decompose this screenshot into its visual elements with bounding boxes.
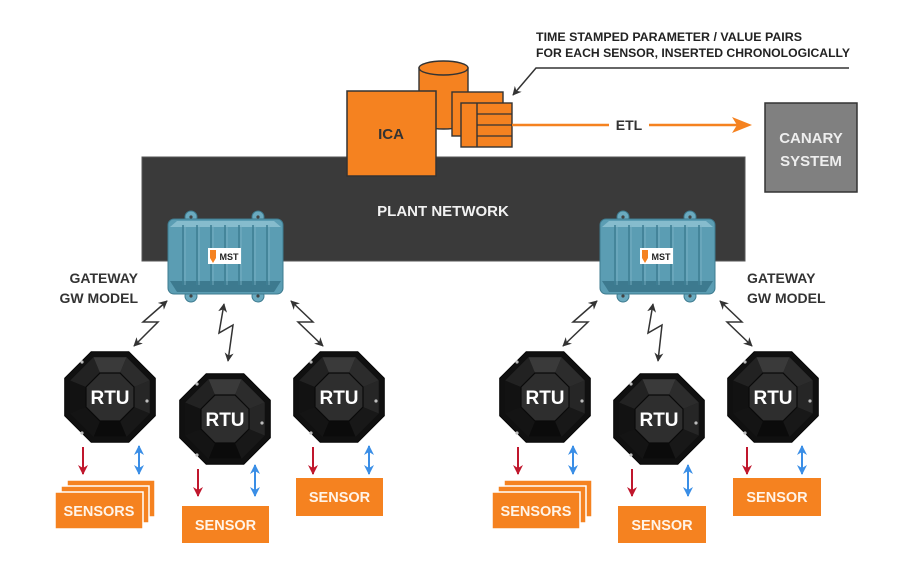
gateway: MST xyxy=(167,210,284,303)
sensor-box xyxy=(54,491,144,530)
gateway-logo: MST xyxy=(220,252,240,262)
gateway-label-line-2: GW MODEL xyxy=(747,290,826,306)
rtu-label: RTU xyxy=(753,388,792,409)
rtu-label: RTU xyxy=(90,388,129,409)
sensor-box xyxy=(296,478,383,516)
ica-label: ICA xyxy=(378,126,404,143)
sensor-label: SENSOR xyxy=(631,518,693,534)
gateway-label-line-2: GW MODEL xyxy=(59,290,138,306)
sensor: SENSOR xyxy=(733,478,821,516)
annotation-leader-arrow xyxy=(512,67,849,96)
sensor-box xyxy=(182,506,269,543)
sensor-box xyxy=(491,491,581,530)
rtu: RTU xyxy=(727,351,819,443)
sensor: SENSOR xyxy=(296,478,383,516)
plant-network-label: PLANT NETWORK xyxy=(377,203,509,220)
rtu: RTU xyxy=(499,351,591,443)
sensor-label: SENSORS xyxy=(501,504,572,520)
gateway-label-line-1: GATEWAY xyxy=(747,270,816,286)
wireless-link-icon xyxy=(217,303,234,362)
sensor: SENSOR xyxy=(618,506,706,543)
rtu: RTU xyxy=(293,351,385,443)
gateway-label-line-1: GATEWAY xyxy=(70,270,139,286)
canary-label-line-1: CANARY xyxy=(779,130,843,147)
wireless-link-icon xyxy=(290,300,324,347)
rtu: RTU xyxy=(613,373,705,465)
sensor-box xyxy=(733,478,821,516)
annotation-line-2: FOR EACH SENSOR, INSERTED CHRONOLOGICALL… xyxy=(536,48,850,60)
wireless-links xyxy=(133,300,753,362)
canary-box xyxy=(764,102,858,193)
wireless-link-icon xyxy=(562,300,598,347)
etl-arrowhead-icon xyxy=(732,117,752,133)
ica-server: ICA xyxy=(346,60,513,177)
etl-flow: ETL xyxy=(512,117,752,133)
rtu-label: RTU xyxy=(525,388,564,409)
rtu-label: RTU xyxy=(319,388,358,409)
sensor-label: SENSOR xyxy=(195,518,257,534)
gateway: MST xyxy=(599,210,716,303)
sensor-box xyxy=(618,506,706,543)
gateway-logo: MST xyxy=(652,252,672,262)
sensor-label: SENSORS xyxy=(64,504,135,520)
etl-label: ETL xyxy=(616,117,643,133)
table-stack-icon xyxy=(451,91,513,148)
wireless-link-icon xyxy=(133,300,168,347)
wireless-link-icon xyxy=(646,303,664,362)
annotation: TIME STAMPED PARAMETER / VALUE PAIRS FOR… xyxy=(512,32,850,96)
rtu-label: RTU xyxy=(205,410,244,431)
rtu-sensor-arrows xyxy=(78,445,807,497)
sensor-label: SENSOR xyxy=(746,490,808,506)
rtu-label: RTU xyxy=(639,410,678,431)
rtu: RTU xyxy=(64,351,156,443)
sensor: SENSOR xyxy=(182,506,269,543)
sensor-label: SENSOR xyxy=(309,490,371,506)
sensor-stack: SENSORS xyxy=(491,479,593,530)
wireless-link-icon xyxy=(719,300,753,347)
rtu: RTU xyxy=(179,373,271,465)
ica-box xyxy=(346,90,437,177)
annotation-line-1: TIME STAMPED PARAMETER / VALUE PAIRS xyxy=(536,32,802,44)
sensor-stack: SENSORS xyxy=(54,479,156,530)
canary-system: CANARY SYSTEM xyxy=(764,102,858,193)
canary-label-line-2: SYSTEM xyxy=(780,153,842,170)
